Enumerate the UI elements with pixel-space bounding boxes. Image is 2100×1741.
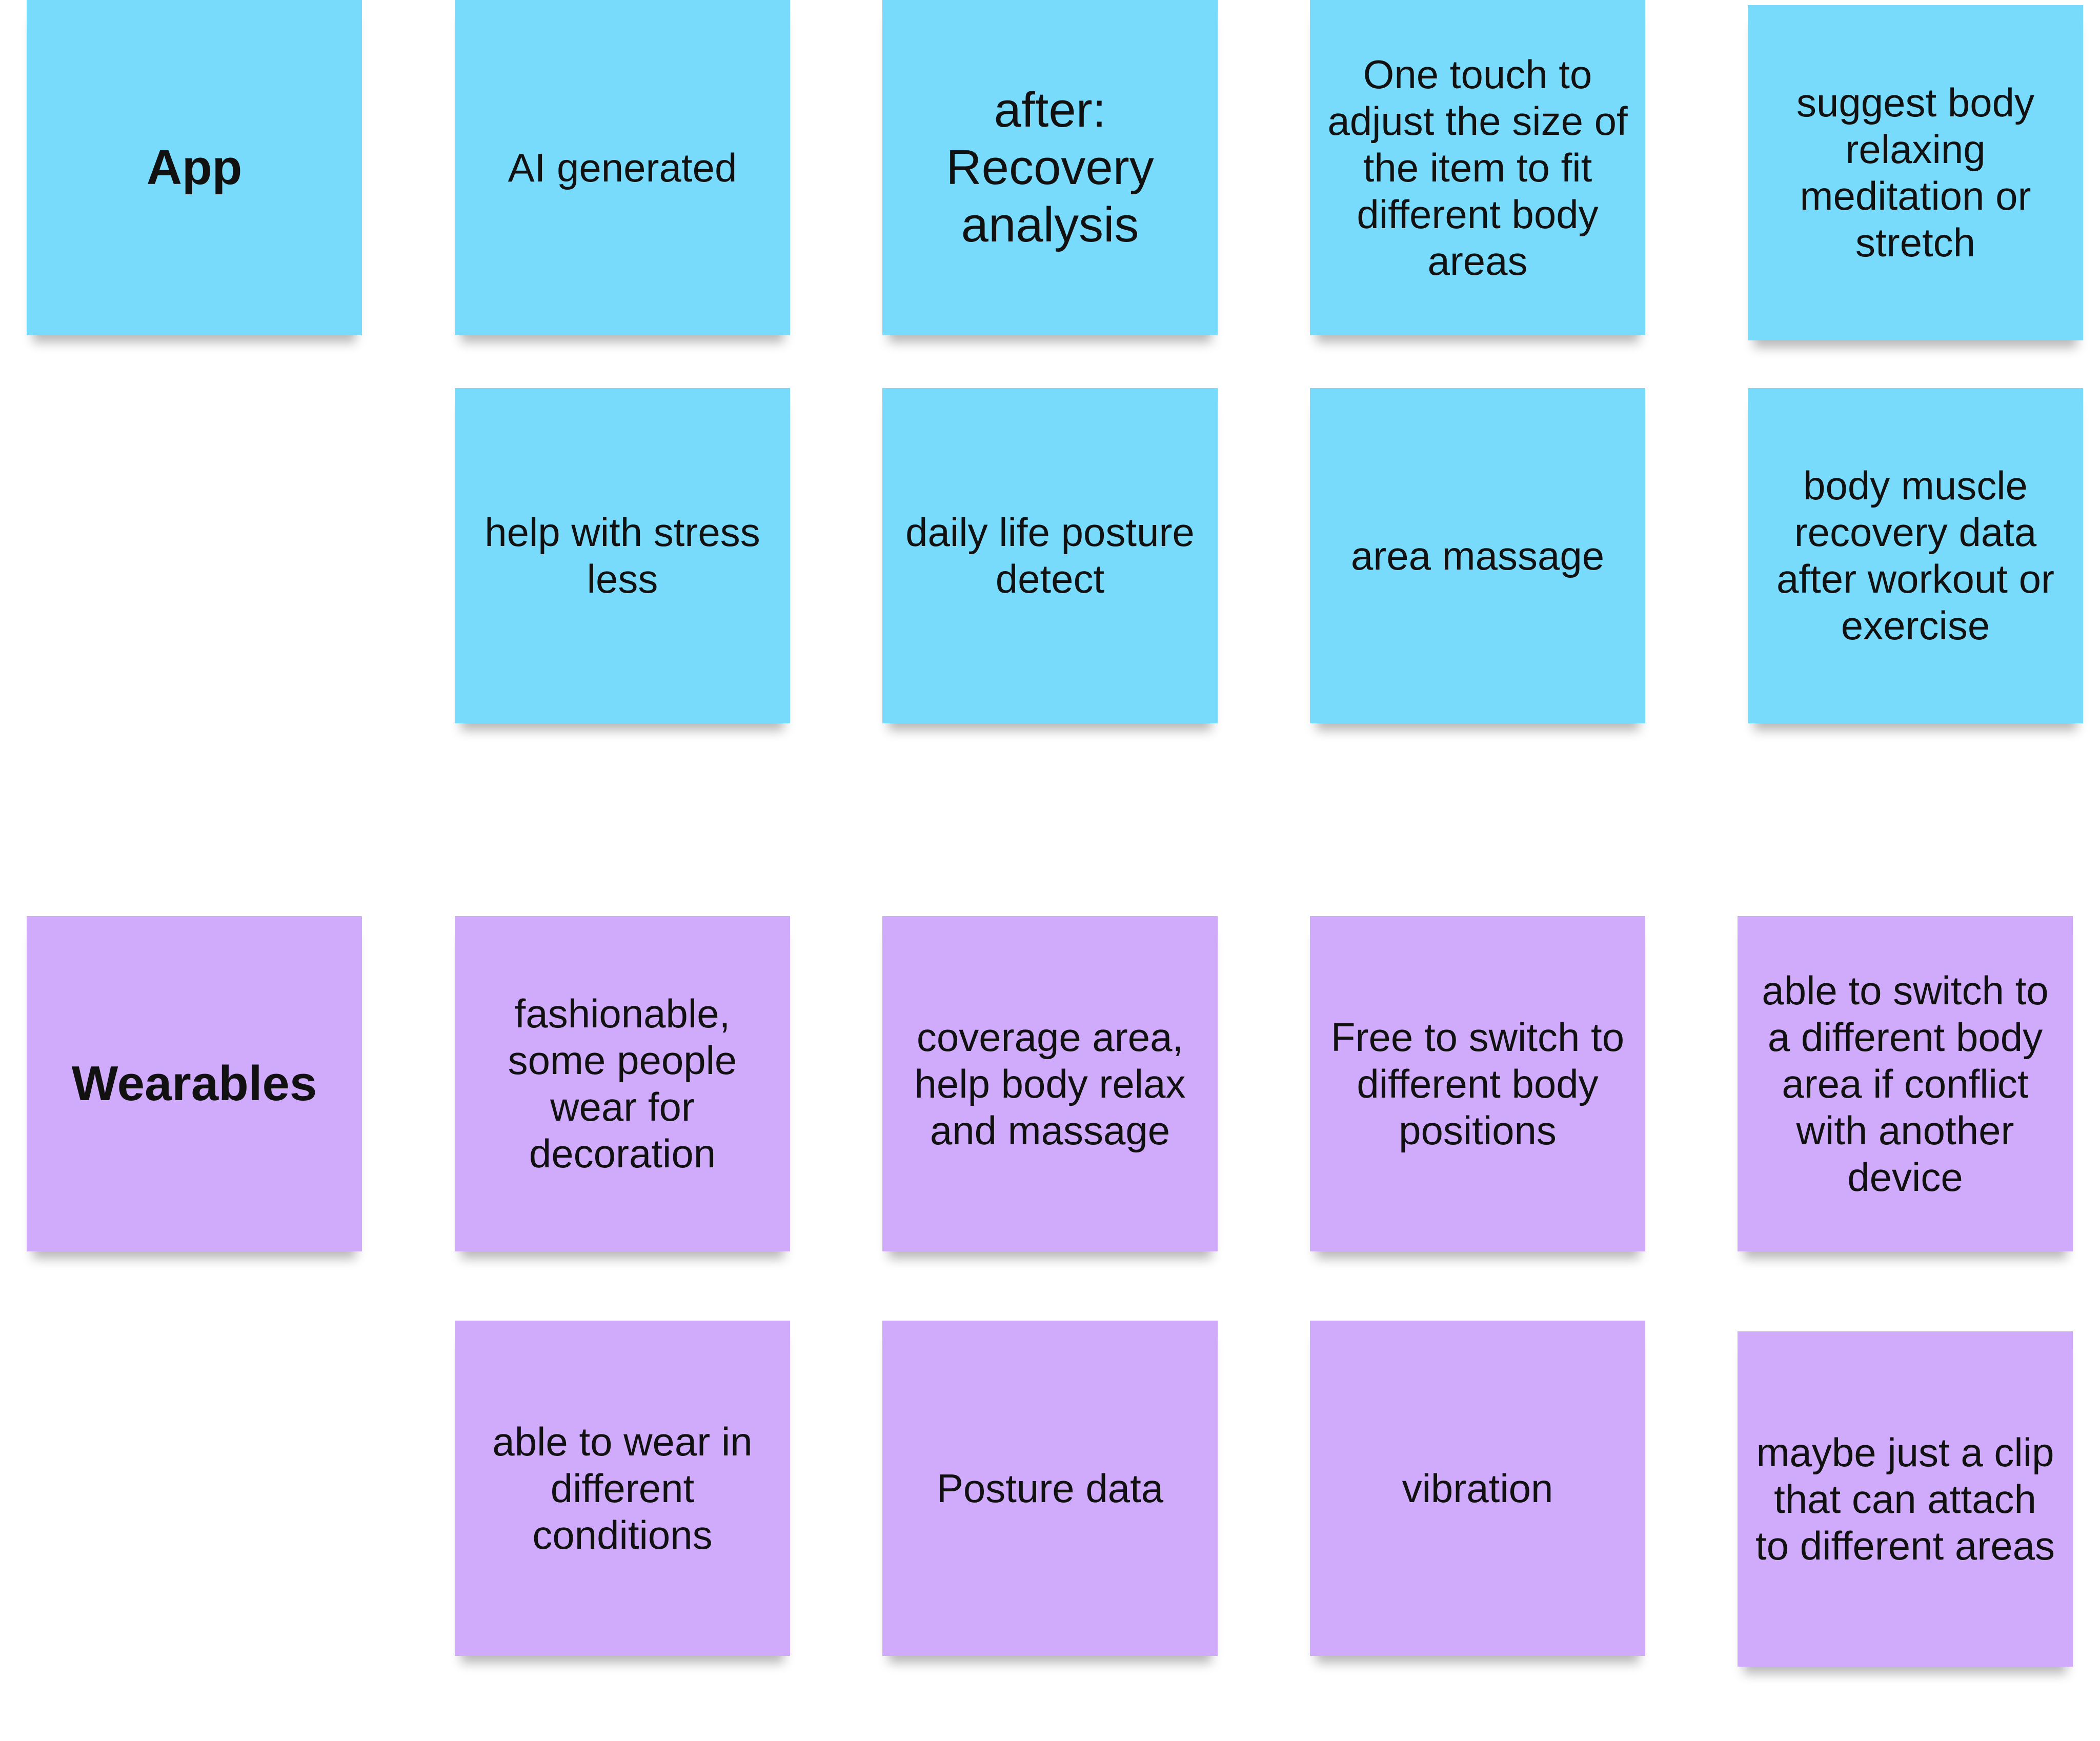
note-text: suggest body relaxing meditation or stre… bbox=[1796, 80, 2034, 265]
sticky-note-wearables[interactable]: vibration bbox=[1310, 1321, 1645, 1656]
sticky-note-app[interactable]: area massage bbox=[1310, 388, 1645, 723]
sticky-note-wearables[interactable]: Posture data bbox=[882, 1321, 1218, 1656]
sticky-note-app[interactable]: after: Recovery analysis bbox=[882, 0, 1218, 335]
sticky-note-app[interactable]: One touch to adjust the size of the item… bbox=[1310, 0, 1645, 335]
note-text: help with stress less bbox=[484, 510, 760, 601]
note-text: fashionable, some people wear for decora… bbox=[508, 991, 737, 1176]
note-text: One touch to adjust the size of the item… bbox=[1327, 51, 1628, 284]
note-text: coverage area, help body relax and massa… bbox=[914, 1014, 1186, 1153]
note-text: AI generated bbox=[508, 145, 737, 190]
sticky-note-app-header[interactable]: App bbox=[27, 0, 362, 335]
note-text: Wearables bbox=[71, 1056, 317, 1111]
note-text: App bbox=[146, 140, 243, 195]
note-text: vibration bbox=[1402, 1465, 1553, 1511]
sticky-note-wearables-header[interactable]: Wearables bbox=[27, 916, 362, 1251]
sticky-note-wearables[interactable]: fashionable, some people wear for decora… bbox=[455, 916, 790, 1251]
sticky-note-app[interactable]: AI generated bbox=[455, 0, 790, 335]
sticky-note-app[interactable]: help with stress less bbox=[455, 388, 790, 723]
note-text: area massage bbox=[1350, 533, 1605, 578]
note-text: Posture data bbox=[936, 1465, 1164, 1511]
sticky-note-app[interactable]: suggest body relaxing meditation or stre… bbox=[1748, 5, 2083, 340]
sticky-note-wearables[interactable]: able to wear in different conditions bbox=[455, 1321, 790, 1656]
sticky-note-wearables[interactable]: coverage area, help body relax and massa… bbox=[882, 916, 1218, 1251]
note-text: maybe just a clip that can attach to dif… bbox=[1755, 1429, 2055, 1568]
sticky-note-wearables[interactable]: able to switch to a different body area … bbox=[1738, 916, 2073, 1251]
note-text: Free to switch to different body positio… bbox=[1330, 1014, 1625, 1153]
note-text: able to wear in different conditions bbox=[492, 1419, 753, 1557]
note-text: after: Recovery analysis bbox=[946, 83, 1154, 252]
note-text: daily life posture detect bbox=[905, 510, 1195, 601]
note-text: body muscle recovery data after workout … bbox=[1776, 463, 2054, 648]
sticky-note-wearables[interactable]: Free to switch to different body positio… bbox=[1310, 916, 1645, 1251]
note-text: able to switch to a different body area … bbox=[1762, 967, 2049, 1200]
sticky-note-app[interactable]: daily life posture detect bbox=[882, 388, 1218, 723]
sticky-note-app[interactable]: body muscle recovery data after workout … bbox=[1748, 388, 2083, 723]
sticky-note-wearables[interactable]: maybe just a clip that can attach to dif… bbox=[1738, 1331, 2073, 1667]
